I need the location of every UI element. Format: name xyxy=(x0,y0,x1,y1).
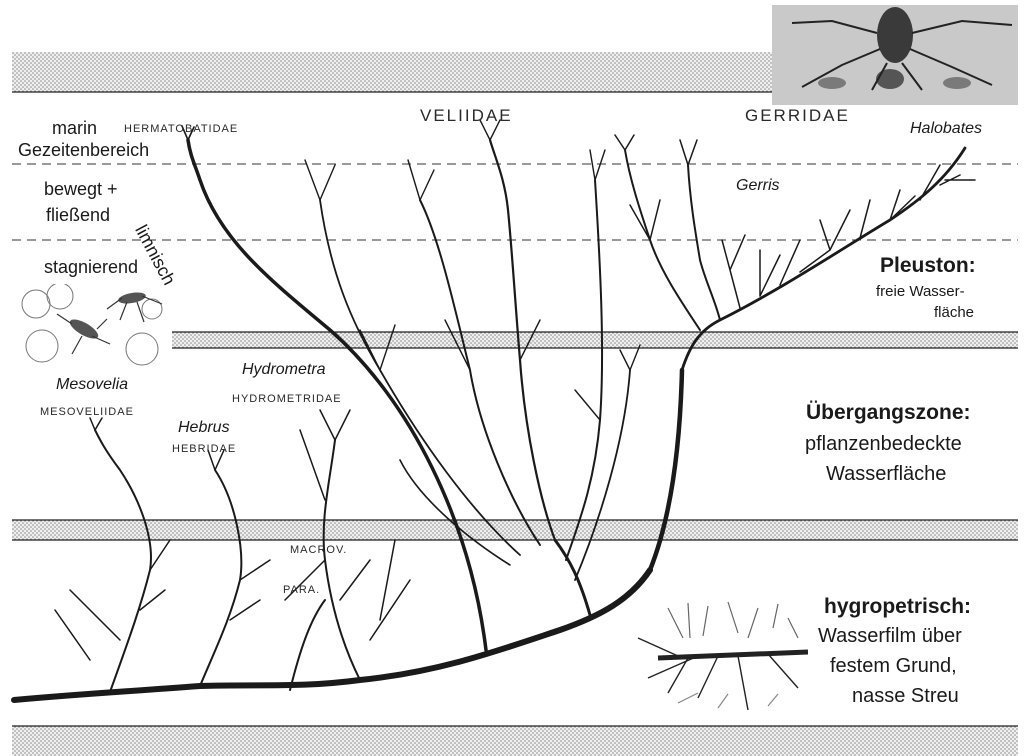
pleuston-line2: fläche xyxy=(934,305,974,320)
genus-halobates: Halobates xyxy=(910,121,982,137)
hygropetrisch-line1: Wasserfilm über xyxy=(818,626,962,646)
genus-mesovelia: Mesovelia xyxy=(56,377,128,393)
zone-fliessend: fließend xyxy=(46,206,110,224)
hygropetrisch-title: hygropetrisch: xyxy=(824,596,971,617)
uebergangszone-title: Übergangszone: xyxy=(806,402,971,423)
hygropetrisch-line3: nasse Streu xyxy=(852,686,959,706)
zone-stagnierend: stagnierend xyxy=(44,258,138,276)
genus-gerris: Gerris xyxy=(736,178,780,194)
family-hermatobatidae: HERMATOBATIDAE xyxy=(124,124,238,135)
zone-gezeitenbereich: Gezeitenbereich xyxy=(18,141,149,159)
hygropetrisch-line2: festem Grund, xyxy=(830,656,957,676)
family-gerridae: GERRIDAE xyxy=(745,107,850,124)
genus-hebrus: Hebrus xyxy=(178,420,230,436)
family-hebridae: HEBRIDAE xyxy=(172,444,236,455)
pleuston-title: Pleuston: xyxy=(880,255,976,276)
zone-bewegt: bewegt + xyxy=(44,180,118,198)
uebergangszone-line2: Wasserfläche xyxy=(826,464,946,484)
family-mesoveliidae: MESOVELIIDAE xyxy=(40,407,134,418)
genus-hydrometra: Hydrometra xyxy=(242,362,326,378)
uebergangszone-line1: pflanzenbedeckte xyxy=(805,434,962,454)
halobates-illustration-icon xyxy=(772,5,1018,105)
mesovelia-illustration-icon xyxy=(12,284,172,374)
pleuston-line1: freie Wasser- xyxy=(876,284,965,299)
band-pleuston xyxy=(172,332,1018,348)
band-bottom xyxy=(12,726,1018,756)
hygropetric-illustration-icon xyxy=(628,598,808,716)
band-uebergang xyxy=(12,520,1018,540)
band-top xyxy=(12,52,772,92)
family-para: PARA. xyxy=(283,585,320,596)
family-macrov: MACROV. xyxy=(290,545,347,556)
family-veliidae: VELIIDAE xyxy=(420,107,513,124)
zone-marin: marin xyxy=(52,119,97,137)
dashed-boundaries xyxy=(12,164,1018,240)
family-hydrometridae: HYDROMETRIDAE xyxy=(232,394,342,405)
